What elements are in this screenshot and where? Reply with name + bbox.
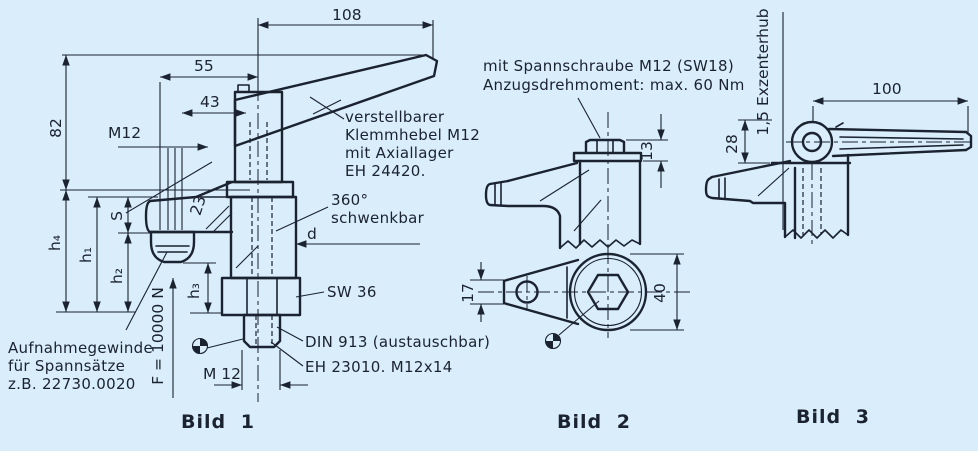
swivel-foot (149, 230, 196, 264)
note-sw36: SW 36 (327, 283, 377, 301)
dim-28: 28 (723, 134, 741, 154)
note-force: F = 10000 N (149, 287, 167, 385)
clamp-arm (144, 148, 234, 234)
note-eccentric: 1,5 Exzenterhub (754, 8, 772, 135)
dim-40: 40 (651, 283, 669, 303)
figure1-caption: Bild 1 (181, 411, 255, 433)
figure3-eccentric-lever-view: 1,5 Exzenterhub 100 28 Bild 3 (704, 8, 974, 428)
figure1-leader-lines (125, 96, 345, 367)
figure2-top-view (470, 248, 692, 350)
dim-m12-bottom: M 12 (203, 365, 241, 383)
note-lever-3: mit Axiallager (345, 144, 454, 162)
figure1-dimension-lines (62, 21, 433, 389)
note-lever-1: verstellbarer (345, 108, 445, 126)
dim-100: 100 (872, 80, 902, 98)
note-mount-2: für Spannsätze (8, 357, 125, 375)
dim-43: 43 (200, 93, 220, 111)
note-screw-2: Anzugsdrehmoment: max. 60 Nm (483, 76, 745, 94)
clamp-body (220, 180, 302, 349)
dim-m12-top: M12 (108, 124, 141, 142)
note-screw-1: mit Spannschraube M12 (SW18) (483, 57, 734, 75)
dim-82: 82 (47, 118, 65, 138)
note-din913: DIN 913 (austauschbar) (305, 333, 490, 351)
dim-h1: h₁ (77, 247, 95, 263)
note-lever-2: Klemmhebel M12 (345, 126, 480, 144)
figure2-caption: Bild 2 (557, 411, 631, 433)
dim-d: d (307, 225, 317, 243)
note-lever-4: EH 24420. (345, 162, 426, 180)
note-part-no: EH 23010. M12x14 (305, 358, 453, 376)
note-mount-1: Aufnahmegewinde (8, 339, 153, 357)
dim-23: 23 (187, 193, 210, 217)
figure2-screw-clamp-view: mit Spannschraube M12 (SW18) Anzugsdrehm… (459, 57, 745, 433)
figure3-extension-lines (738, 12, 969, 230)
figure3-caption: Bild 3 (796, 406, 870, 428)
dim-s: S (108, 211, 126, 221)
figure1-clamping-lever-view: 108 55 43 M12 82 23 S h₄ h₁ h₂ h₃ d vers… (8, 6, 490, 433)
note-swivel-2: schwenkbar (331, 209, 425, 227)
dim-13: 13 (638, 141, 656, 161)
dim-h4: h₄ (46, 235, 64, 251)
dim-h3: h₃ (185, 283, 203, 299)
eccentric-lever (790, 120, 973, 164)
dim-55: 55 (194, 57, 214, 75)
dim-17: 17 (459, 283, 477, 303)
note-mount-3: z.B. 22730.0020 (8, 375, 136, 393)
surface-finish-symbol (191, 337, 209, 355)
figure3-dimension-lines (741, 97, 968, 163)
figure2-side-view (484, 97, 668, 262)
note-swivel-1: 360° (331, 191, 368, 209)
figure3-clamp-arm (704, 153, 852, 248)
dim-h2: h₂ (108, 268, 126, 284)
dim-108: 108 (332, 6, 362, 24)
